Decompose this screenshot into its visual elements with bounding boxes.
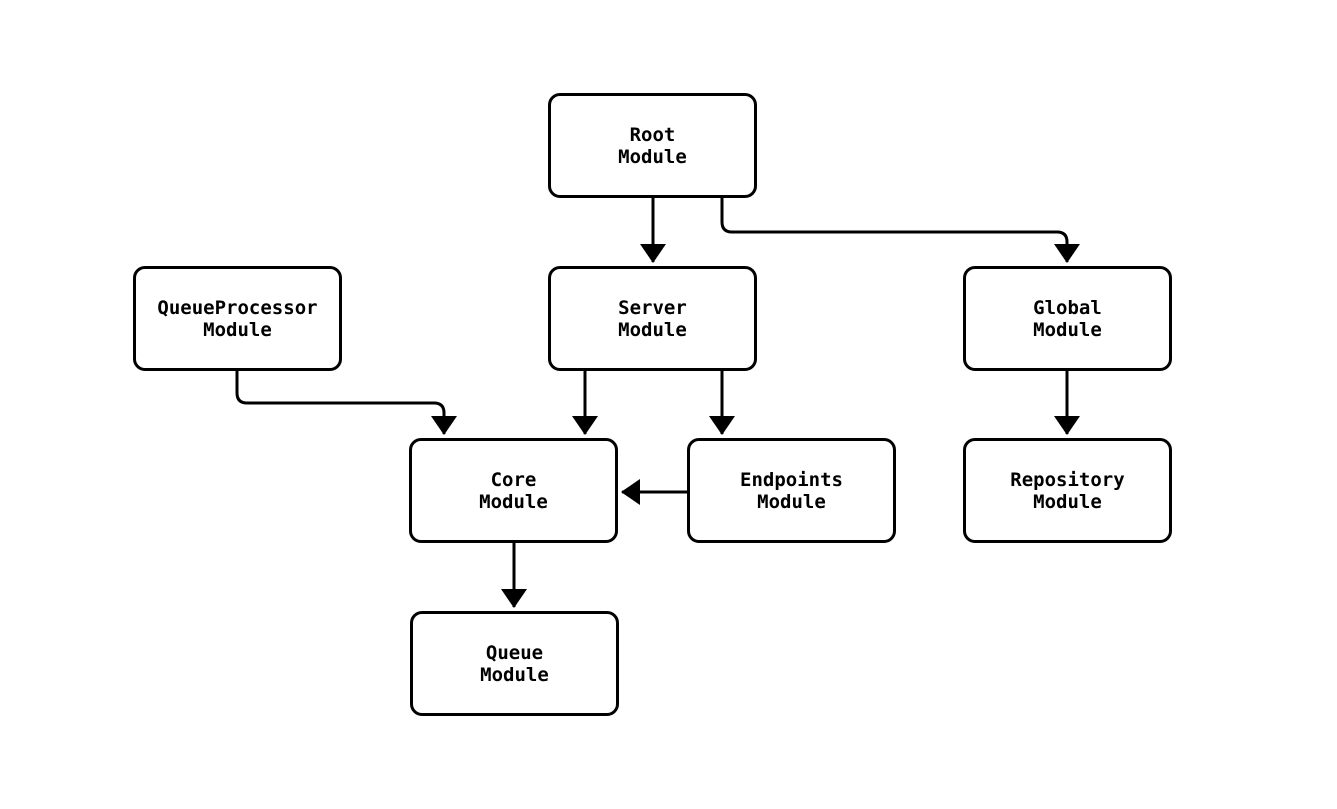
node-global-module-suffix: Module bbox=[1033, 318, 1102, 341]
edge-root-to-global bbox=[720, 198, 1080, 263]
node-server-module-name: Server bbox=[618, 296, 687, 319]
node-endpoints-module-name: Endpoints bbox=[740, 468, 843, 491]
node-queue-module-name: Queue bbox=[485, 641, 544, 664]
node-queueprocessor-module: QueueProcessor Module bbox=[133, 266, 342, 371]
node-core-module: Core Module bbox=[409, 438, 618, 543]
node-core-module-suffix: Module bbox=[479, 490, 548, 513]
node-repository-module-name: Repository bbox=[1010, 468, 1125, 491]
node-global-module-name: Global bbox=[1033, 296, 1102, 319]
node-queue-module-suffix: Module bbox=[480, 663, 549, 686]
node-server-module: Server Module bbox=[548, 266, 757, 371]
edge-queueprocessor-to-core bbox=[235, 371, 457, 435]
node-core-module-name: Core bbox=[490, 468, 537, 491]
node-root-module-name: Root bbox=[629, 123, 676, 146]
node-queueprocessor-module-suffix: Module bbox=[203, 318, 272, 341]
node-global-module: Global Module bbox=[963, 266, 1172, 371]
node-queue-module: Queue Module bbox=[410, 611, 619, 716]
node-repository-module-suffix: Module bbox=[1033, 490, 1102, 513]
node-repository-module: Repository Module bbox=[963, 438, 1172, 543]
node-server-module-suffix: Module bbox=[618, 318, 687, 341]
node-root-module: Root Module bbox=[548, 93, 757, 198]
node-queueprocessor-module-name: QueueProcessor bbox=[157, 296, 318, 319]
node-endpoints-module-suffix: Module bbox=[757, 490, 826, 513]
node-root-module-suffix: Module bbox=[618, 145, 687, 168]
node-endpoints-module: Endpoints Module bbox=[687, 438, 896, 543]
